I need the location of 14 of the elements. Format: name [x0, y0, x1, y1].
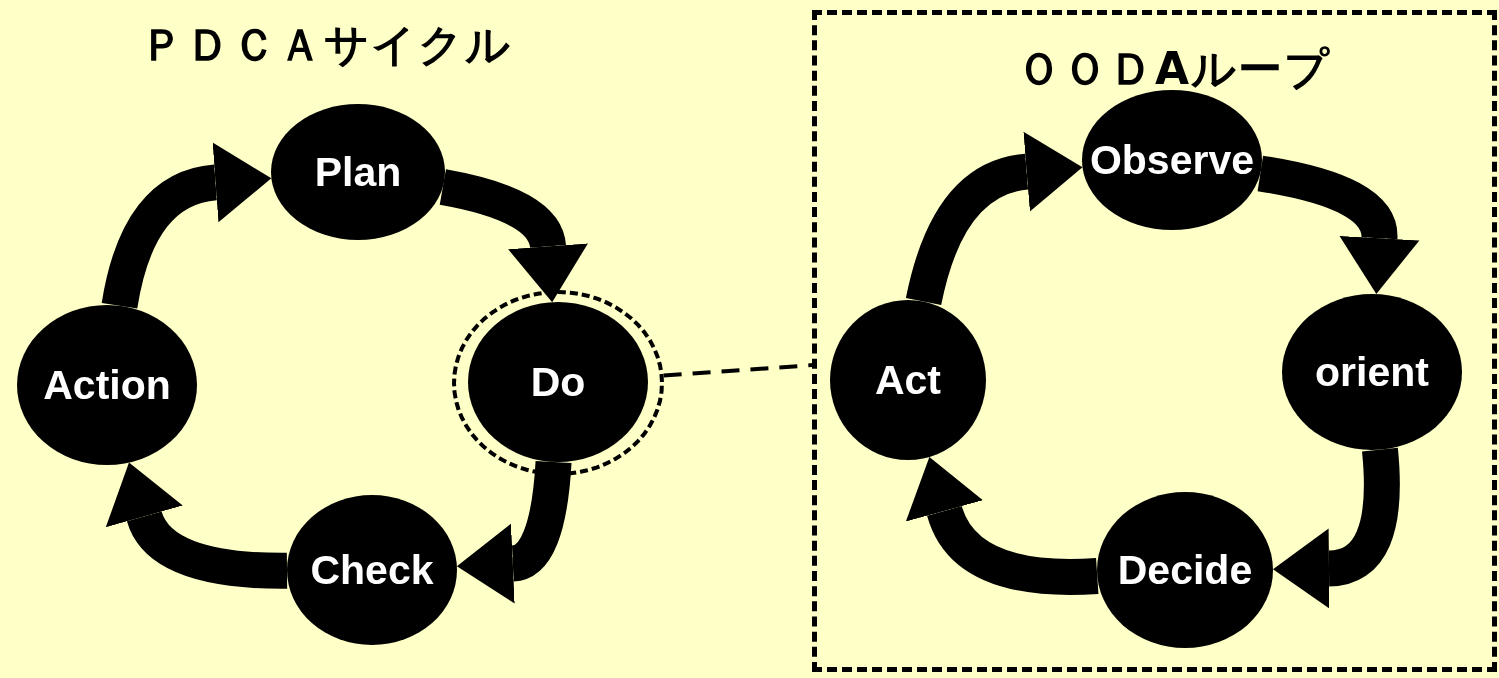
node-label: Decide	[1117, 546, 1253, 594]
ellipse-node	[468, 302, 648, 462]
section-heading: ＯＯＤAループ	[1017, 42, 1332, 96]
node-label: Act	[874, 356, 942, 404]
dashed-connector	[663, 363, 813, 378]
node-label: Do	[530, 358, 586, 406]
node-label: orient	[1315, 348, 1429, 396]
node-label: Observe	[1089, 136, 1255, 184]
node-label: Plan	[314, 148, 402, 196]
dashed-frame	[812, 10, 1497, 672]
node-label: Action	[43, 361, 171, 409]
node-label: Check	[310, 546, 434, 594]
diagram-heading: ＰＤＣＡサイクル	[140, 18, 512, 72]
dashed-circle	[452, 290, 664, 476]
